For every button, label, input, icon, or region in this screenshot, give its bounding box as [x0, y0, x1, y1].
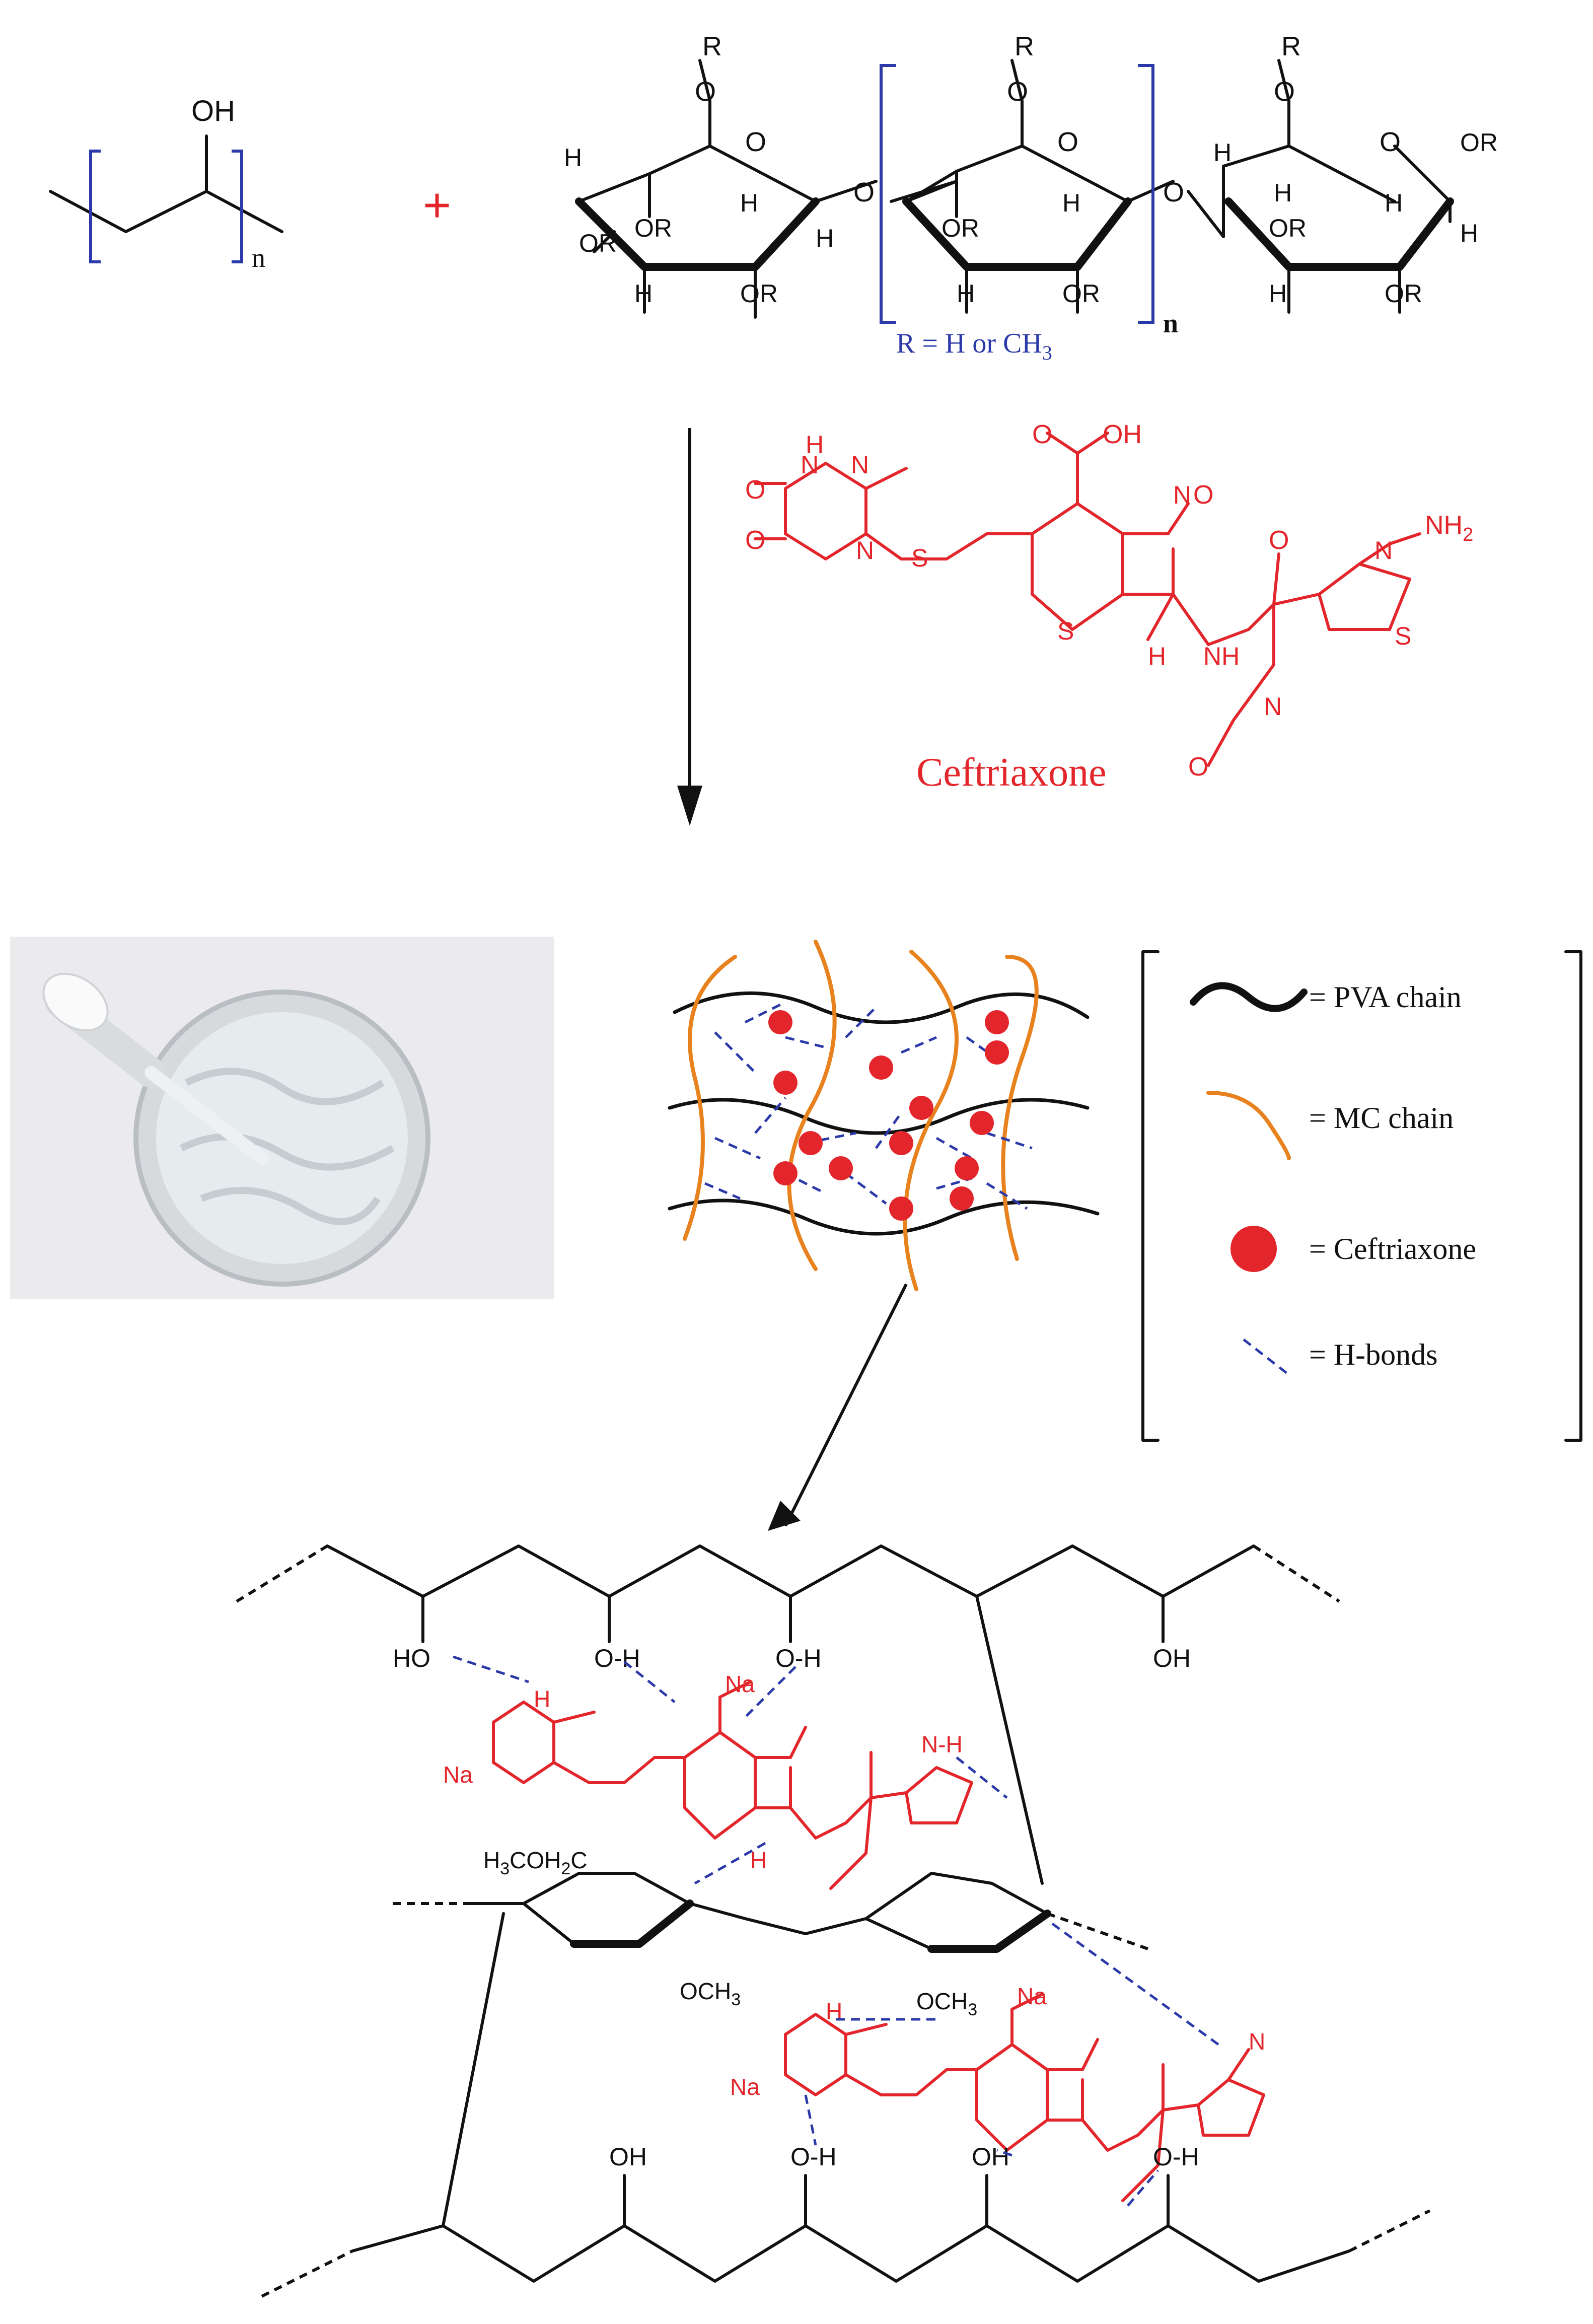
mc-o2: O	[1007, 77, 1028, 107]
d1-h2: H	[750, 1847, 767, 1873]
mc-h4: H	[816, 224, 834, 252]
lower-oh1: OH	[609, 2143, 647, 2171]
mc-r3: R	[1281, 31, 1301, 61]
drug-n5: N	[1264, 692, 1282, 721]
methylcellulose-structure: R O O H OR H OR H OR H O R O O OR H H OR…	[564, 31, 1498, 364]
upper-ho1: HO	[393, 1644, 430, 1672]
drug-n4: N	[1173, 481, 1191, 509]
legend-drug-label: = Ceftriaxone	[1309, 1232, 1476, 1265]
mc-och3-2: OCH3	[916, 1988, 977, 2019]
mc-ring-left: R O O H OR H OR H OR H O	[564, 31, 878, 319]
d1-na: Na	[725, 1671, 755, 1697]
mc-h3: H	[634, 279, 653, 308]
upper-oh1: O-H	[594, 1644, 640, 1672]
pva-n-label: n	[252, 243, 265, 273]
lower-oh4: O-H	[1153, 2143, 1199, 2171]
pva-repeat-unit: OH n	[49, 95, 283, 273]
pva-oh-label: OH	[191, 95, 235, 127]
mc-link-o2: O	[1163, 177, 1184, 207]
drug-n6: N	[1374, 536, 1393, 565]
d1-na2: Na	[443, 1762, 473, 1788]
mc-h2: H	[740, 189, 758, 217]
mc-o3: O	[1274, 77, 1295, 107]
mc-ring-o1: O	[745, 127, 766, 157]
bottom-hbonds	[453, 1655, 1219, 2207]
legend-drug-symbol	[1230, 1226, 1277, 1272]
d1-h: H	[534, 1686, 550, 1712]
upper-oh3: OH	[1153, 1644, 1191, 1672]
mc-ring-right: R O O H H OR H H OR OR H	[1187, 31, 1498, 314]
drug-h1: H	[806, 431, 824, 459]
mc-r-definition: R = H or CH3	[896, 328, 1052, 364]
mc-or2: OR	[579, 229, 617, 257]
drug-s1: S	[911, 544, 928, 572]
drug-o4: O	[1193, 480, 1213, 510]
mc-h3coh2c: H3COH2C	[483, 1847, 588, 1878]
reaction-arrow	[677, 428, 702, 826]
drug-oh: OH	[1103, 420, 1142, 449]
mc-o1: O	[695, 77, 716, 107]
legend-pva-label: = PVA chain	[1309, 980, 1462, 1014]
legend-mc-label: = MC chain	[1309, 1101, 1454, 1135]
drug-n2: N	[801, 451, 819, 479]
mc-ring-o3: O	[1380, 127, 1401, 157]
drug-o2: O	[745, 526, 765, 555]
mc-or3: OR	[740, 279, 778, 308]
hydrogel-photo	[10, 937, 554, 1299]
mc-or4: OR	[942, 214, 979, 242]
drug-nh2: NH2	[1425, 511, 1473, 545]
mc-ring-middle: R O O OR H H OR O n R = H or CH3	[880, 31, 1184, 364]
mc-h5: H	[1062, 189, 1080, 217]
upper-oh2: O-H	[775, 1644, 822, 1672]
legend-hbond-label: = H-bonds	[1309, 1338, 1438, 1371]
mc-or7: OR	[1385, 279, 1422, 308]
interaction-scheme: HO O-H O-H OH H Na Na N-H H H3COH2C OCH3…	[236, 1544, 1431, 2298]
mc-n-label: n	[1163, 308, 1178, 338]
drug-name-label: Ceftriaxone	[916, 750, 1107, 795]
ceftriaxone-structure: H O O N N N S O OH N O S H NH O N O N S …	[745, 420, 1473, 795]
mc-h9: H	[1385, 189, 1403, 217]
drug-n1: N	[851, 451, 869, 479]
d2-na: Na	[1017, 1983, 1047, 2009]
mc-h8: H	[1274, 179, 1292, 207]
mc-h11: H	[1460, 219, 1478, 247]
lower-oh2: O-H	[790, 2143, 837, 2171]
mc-r1: R	[702, 31, 722, 61]
drug-s3: S	[1395, 622, 1411, 650]
mc-och3-1: OCH3	[680, 1978, 741, 2009]
drug-n3: N	[856, 536, 874, 565]
drug-h2: H	[1148, 642, 1166, 670]
mc-h1: H	[564, 144, 582, 172]
mc-r2: R	[1015, 31, 1034, 61]
zoom-arrow	[768, 1283, 908, 1531]
mc-ring-o2: O	[1057, 127, 1078, 157]
legend-mc-symbol	[1206, 1091, 1291, 1160]
mc-h10: H	[1269, 279, 1287, 308]
mc-or8: OR	[1460, 128, 1498, 157]
mc-link-o1: O	[853, 177, 875, 207]
mc-or6: OR	[1269, 214, 1307, 242]
mc-or5: OR	[1062, 279, 1100, 308]
hydrogel-network	[668, 940, 1100, 1291]
drug-o1: O	[745, 475, 765, 505]
mc-h6: H	[957, 279, 975, 308]
legend-pva-symbol	[1190, 982, 1308, 1012]
legend-hbond-symbol	[1243, 1339, 1290, 1376]
lower-oh3: OH	[972, 2143, 1009, 2171]
drug-nh: NH	[1203, 642, 1240, 670]
drug-o5: O	[1269, 526, 1289, 555]
drug-o6: O	[1188, 752, 1208, 782]
d1-nh: N-H	[921, 1731, 963, 1757]
mc-or1: OR	[634, 214, 672, 242]
d2-nh: N	[1249, 2028, 1265, 2055]
mc-h7: H	[1213, 138, 1232, 167]
drug-o3: O	[1032, 420, 1052, 449]
d2-na2: Na	[730, 2074, 760, 2100]
drug-s2: S	[1057, 617, 1074, 645]
plus-sign: +	[423, 178, 451, 232]
legend: = PVA chain = MC chain = Ceftriaxone = H…	[1141, 950, 1582, 1442]
